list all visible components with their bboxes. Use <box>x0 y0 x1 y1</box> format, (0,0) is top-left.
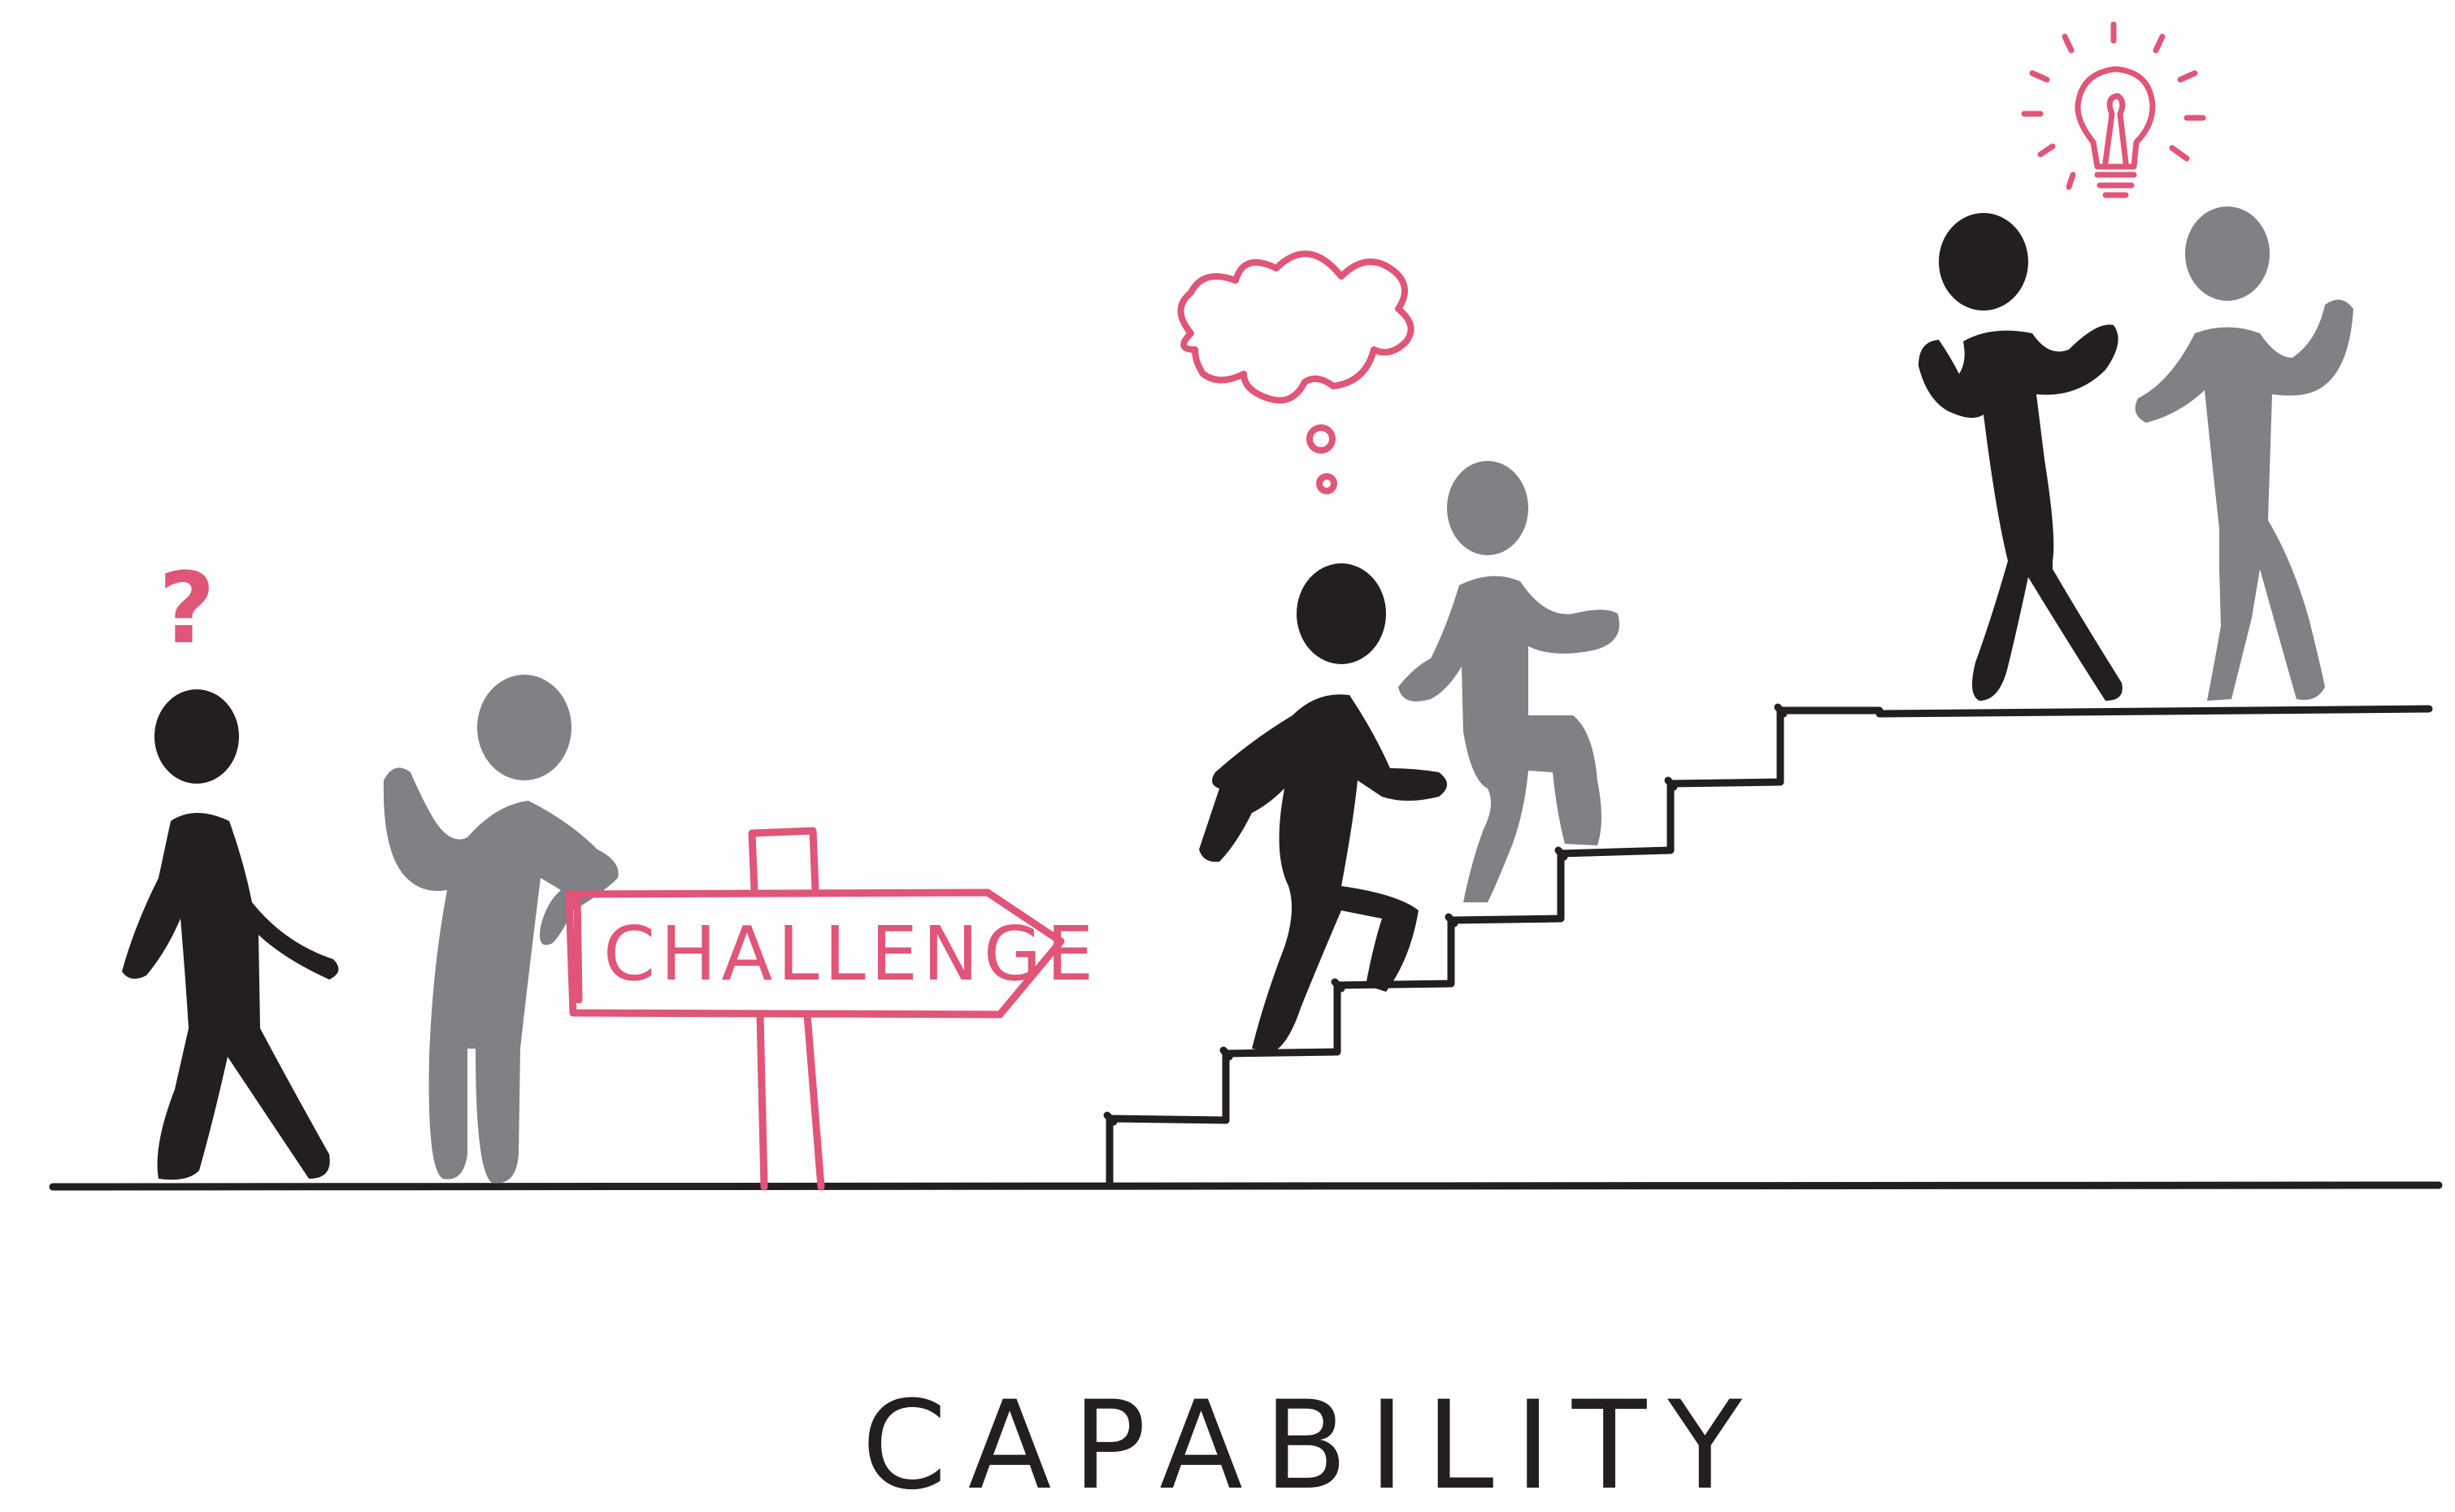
confused-person-head <box>154 689 239 784</box>
climbing-person-head <box>1297 563 1386 664</box>
leaning-person <box>383 675 619 1184</box>
thought-bubble <box>1177 250 1414 494</box>
bulb-base <box>2094 172 2137 198</box>
climbing-person-body <box>1199 694 1447 1053</box>
bulb-glass <box>2075 66 2156 170</box>
celebrating-helper-body <box>2135 299 2353 701</box>
leaning-person-body <box>383 767 619 1184</box>
climbing-person <box>1199 563 1447 1053</box>
confused-person <box>122 689 339 1180</box>
confused-person-body <box>122 813 339 1180</box>
stair-ticks <box>1103 703 1788 1126</box>
celebrating-helper-head <box>2185 206 2270 301</box>
bulb-rays <box>2021 21 2206 190</box>
thought-dot-large <box>1306 424 1336 454</box>
signpost-board <box>565 889 1065 1019</box>
bulb-filament <box>2102 93 2129 166</box>
signpost-cap <box>748 827 819 894</box>
challenge-signpost: CHALLENGE <box>565 827 1098 1191</box>
staircase <box>1106 705 2433 1188</box>
question-mark: ? <box>159 553 215 666</box>
caption-title: CAPABILITY <box>862 1375 1763 1512</box>
sign-label: CHALLENGE <box>603 910 1098 997</box>
celebrating-person <box>1918 213 2123 701</box>
thought-dot-small <box>1316 473 1337 494</box>
lightbulb-icon <box>2021 21 2206 198</box>
signpost-pole <box>756 1010 825 1191</box>
thought-cloud <box>1177 250 1414 404</box>
celebrating-person-body <box>1918 324 2123 701</box>
celebrating-helper-person <box>2135 206 2353 701</box>
climbing-helper-body <box>1398 576 1619 902</box>
ground-line <box>49 1180 2443 1191</box>
leaning-person-head <box>477 675 571 780</box>
celebrating-person-head <box>1939 213 2028 311</box>
climbing-helper-head <box>1447 461 1528 555</box>
climbing-helper-person <box>1398 461 1619 902</box>
